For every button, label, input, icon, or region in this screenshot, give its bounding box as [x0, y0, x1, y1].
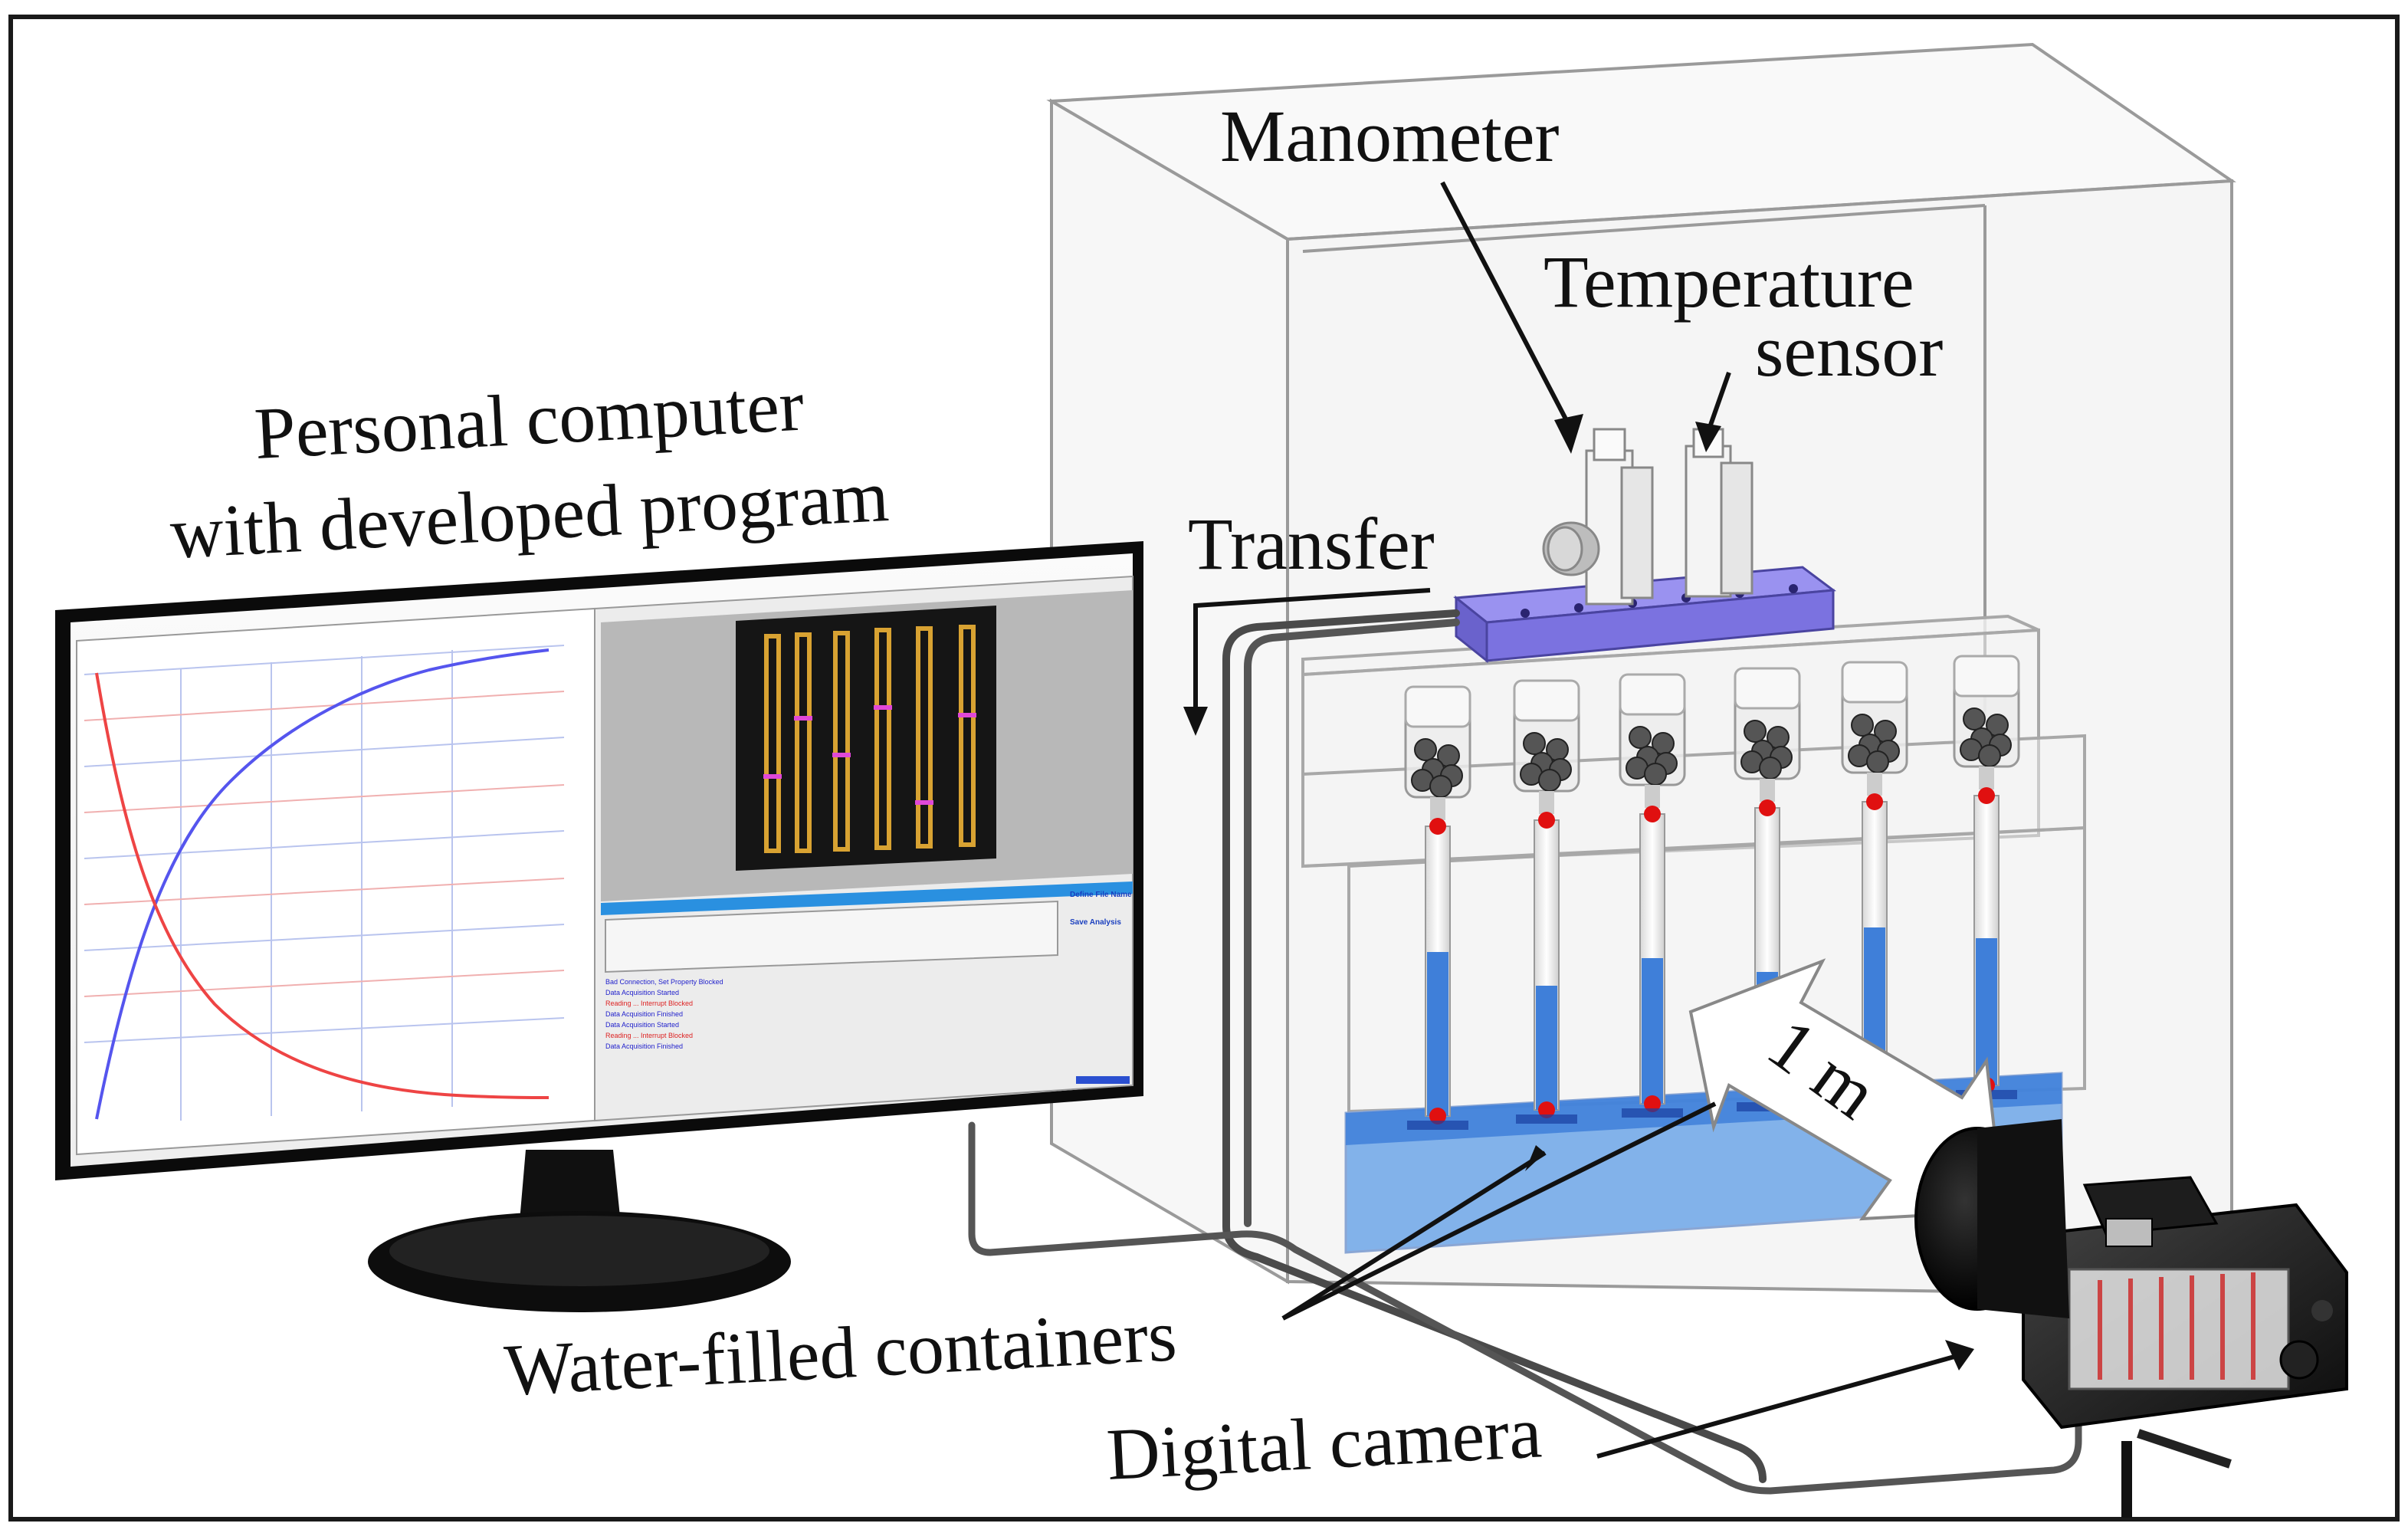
status-line: Data Acquisition Finished [605, 1010, 683, 1018]
sample-ball [1851, 714, 1874, 737]
status-line: Data Acquisition Started [605, 1021, 679, 1029]
temperature-sensor-label-2: sensor [1755, 310, 1943, 392]
tube-water-level [1536, 986, 1557, 1110]
blue-toolbar [601, 881, 1133, 915]
status-line: Bad Connection, Set Property Blocked [605, 978, 723, 986]
plot-grid [84, 645, 565, 1121]
plot-decay-curve [95, 672, 550, 1099]
sample-ball [1866, 750, 1889, 773]
valve-top [1759, 799, 1776, 816]
screen-right-panel: Define File Name Save Analysis Bad Conne… [594, 575, 1133, 1122]
side-link-define[interactable]: Define File Name [1070, 891, 1132, 899]
bottle-cap [1513, 679, 1580, 722]
bottle-neck [1979, 766, 1994, 789]
valve-bottom [1644, 1095, 1661, 1112]
status-line: Data Acquisition Started [605, 989, 679, 996]
container-opening [1407, 1121, 1468, 1130]
sample-ball [1978, 744, 2001, 767]
valve-top [1978, 787, 1995, 804]
valve-bottom [1538, 1101, 1555, 1118]
status-box [605, 900, 1058, 973]
temperature-arrow [1707, 372, 1731, 430]
arrowheads [1183, 414, 1974, 1371]
bottle-cap [1734, 667, 1801, 710]
valve-top [1538, 812, 1555, 829]
valve-top [1866, 793, 1883, 810]
manometer-device [1542, 428, 1654, 606]
bottle-cap [1953, 655, 2020, 698]
sample-ball [1963, 707, 1986, 730]
bottle-neck [1430, 797, 1445, 820]
sample-ball [1629, 726, 1652, 749]
side-link-save[interactable]: Save Analysis [1070, 918, 1121, 927]
screen-corner-button[interactable] [1076, 1076, 1130, 1084]
temperature-sensor-label-1: Temperature [1544, 241, 1914, 323]
sample-ball [1429, 775, 1452, 798]
sample-ball [1644, 763, 1667, 786]
valve-top [1644, 806, 1661, 822]
sample-ball [1538, 769, 1561, 792]
tube-water-level [1427, 952, 1448, 1116]
manifold-hose-2 [1244, 619, 1460, 1227]
tube-water-level [1642, 958, 1663, 1104]
bottle-cap [1619, 673, 1686, 716]
preview-tubes [764, 625, 976, 853]
annotation-arrows [1193, 181, 1955, 1459]
digital-camera-device [1914, 1119, 2348, 1518]
bottle-cap [1404, 685, 1471, 728]
camera-cable [968, 1121, 2082, 1495]
bottle-neck [1539, 791, 1554, 814]
status-line: Data Acquisition Finished [605, 1042, 683, 1050]
personal-computer-label-1: Personal computer [252, 364, 805, 474]
sample-ball [1414, 738, 1437, 761]
sample-ball [1523, 732, 1546, 755]
transfer-label: Transfer [1188, 503, 1435, 585]
sample-ball [1759, 757, 1782, 780]
container-opening [1516, 1114, 1577, 1124]
status-log: Bad Connection, Set Property Blocked Dat… [605, 978, 723, 1050]
manometer-arrow [1440, 181, 1573, 431]
status-line: Reading ... Interrupt Blocked [605, 1032, 693, 1039]
valve-top [1429, 818, 1446, 835]
manifold-hose [1222, 609, 1767, 1483]
containers-arrow-2 [1281, 1151, 1547, 1321]
containers-arrow [1281, 1101, 1717, 1321]
plot-grid-red [84, 691, 565, 997]
manometer-label: Manometer [1220, 95, 1560, 177]
enclosure-inner-edge [1302, 204, 1986, 253]
transfer-arrow [1193, 588, 1431, 719]
bottle-neck [1867, 773, 1882, 796]
figure-border [8, 15, 2400, 1522]
digital-camera-label: Digital camera [1104, 1390, 1544, 1495]
sample-ball [1744, 720, 1767, 743]
bottle-neck [1760, 779, 1775, 802]
camera-arrow [1596, 1354, 1955, 1459]
screen-plot-panel [76, 607, 595, 1156]
camera-preview-rack [736, 606, 996, 871]
cables [968, 609, 2082, 1495]
valve-bottom [1429, 1108, 1446, 1124]
container-opening [1622, 1108, 1683, 1118]
bottle-neck [1645, 785, 1660, 808]
plot-rising-curve [95, 648, 550, 1120]
status-line: Reading ... Interrupt Blocked [605, 1000, 693, 1007]
bottle-cap [1841, 661, 1908, 704]
